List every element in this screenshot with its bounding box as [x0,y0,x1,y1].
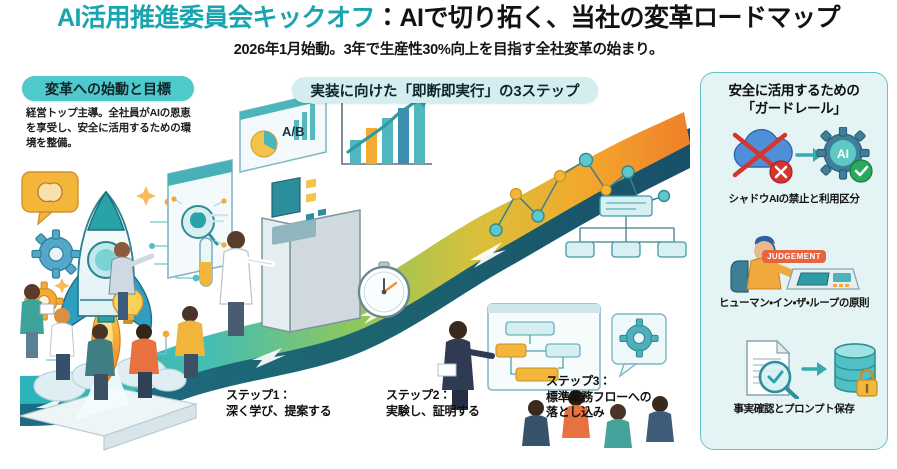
roadmap-illustration: A/B [17,91,690,451]
guardrail-item-shadow-ai: AI シャドウAIの禁止と利用区分 [704,126,884,206]
guardrail-label-3: 事実確認とプロンプト保存 [733,403,855,415]
lock-icon [856,368,878,397]
step2-scene: A/B [199,91,432,336]
step3-scene [437,152,687,448]
left-section-badge: 変革への始動と目標 [22,76,194,101]
step-2-label: 実験し、証明する [386,403,480,418]
test-tube-icon [199,237,213,287]
console-desk [786,268,860,290]
page-title: AI活用推進委員会キックオフ：AIで切り拓く、当社の変革ロードマップ [0,2,897,34]
middle-section-badge: 実装に向けた「即断即実行」の3ステップ [292,77,598,103]
node-network-icon [489,152,687,258]
gear-speech-bubble-icon [611,313,667,378]
step-3-label: 標準業務フローへの 落とし込み [546,389,652,420]
error-badge-icon [769,160,793,184]
page-subtitle: 2026年1月始動。3年で生産性30%向上を目指す全社変革の始まり。 [233,42,664,58]
page-title-secondary: ：AIで切り拓く、当社の変革ロードマップ [375,4,841,32]
step-2-number: ステップ2： [386,388,451,402]
arrow-right-icon [801,362,827,376]
presentation-screen [167,159,233,279]
guardrail-label-1: シャドウAIの禁止と利用区分 [728,193,860,205]
step-2-caption: ステップ2：実験し、証明する [386,388,480,419]
gear-icon [31,229,81,279]
step-1-label: 深く学び、提案する [226,403,332,418]
magnifier-check-icon [758,360,799,399]
ab-test-dashboard: A/B [239,91,327,173]
lab-console [261,176,361,333]
step1-scene [20,159,233,400]
flowchart-icon [487,303,601,391]
page-title-primary: AI活用推進委員会キックオフ [56,4,376,32]
ai-gear-icon: AI [816,127,870,180]
circuit-node [149,243,200,282]
shadow-ai-blocked-icon: AI [704,126,884,190]
check-badge-icon [849,159,873,183]
step-1-number: ステップ1： [226,388,291,402]
audience-group [522,390,674,448]
step-3-number: ステップ3： [546,374,611,388]
sparkle-icon [54,186,156,294]
step-3-caption: ステップ3：標準業務フローへの 落とし込み [546,374,652,421]
scientist-figure [219,231,275,336]
step-1-caption: ステップ1：深く学び、提案する [226,388,332,419]
guardrail-item-human-in-the-loop: JUDGEMENT ヒューマン・イン・ザ・ループの原則 [704,232,884,310]
people-group [20,242,205,400]
brain-speech-bubble-icon [21,171,79,226]
chair-icon [730,260,749,293]
guardrail-item-fact-check: 事実確認とプロンプト保存 [704,336,884,416]
svg-text:AI: AI [837,147,849,161]
human-in-the-loop-icon [704,232,884,296]
svg-text:A/B: A/B [282,124,304,139]
guardrails-title: 安全に活用するための 「ガードレール」 [728,83,860,116]
presenter-figure [437,321,495,410]
judgement-badge: JUDGEMENT [762,250,826,263]
fact-check-storage-icon [704,336,884,400]
left-section-body: 経営トップ主導。全社員がAIの恩恵を享受し、安全に活用するための環境を整備。 [26,107,191,149]
stopwatch-icon [357,261,411,319]
guardrail-label-2: ヒューマン・イン・ザ・ループの原則 [718,297,870,309]
